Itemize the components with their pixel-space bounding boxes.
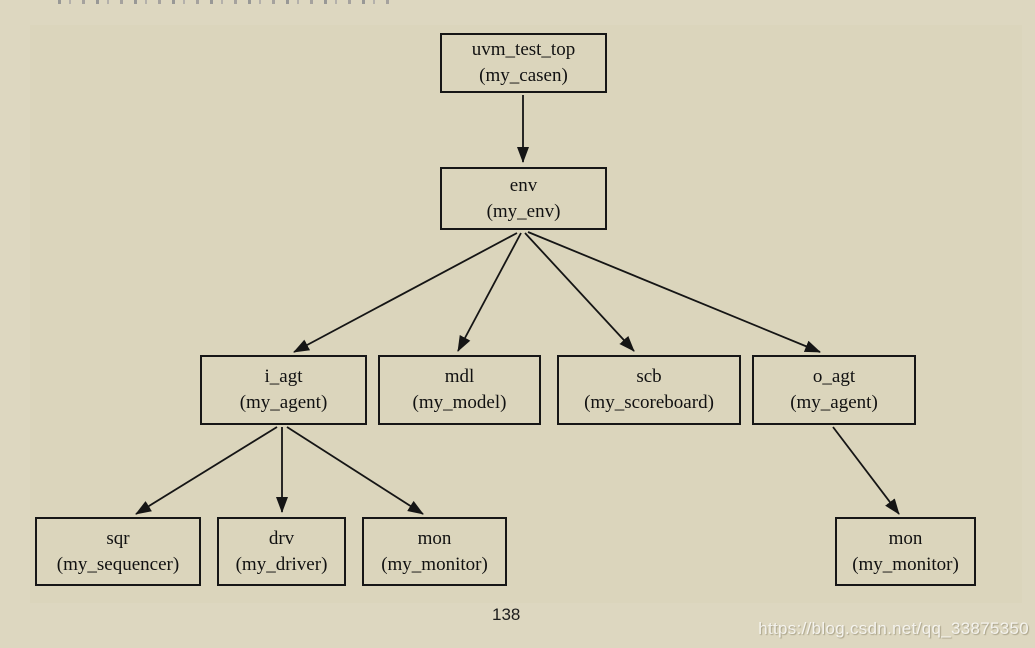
node-uvm-test-top: uvm_test_top (my_casen) — [440, 33, 607, 93]
node-i-agt: i_agt (my_agent) — [200, 355, 367, 425]
node-sublabel: (my_driver) — [235, 553, 328, 575]
node-scb: scb (my_scoreboard) — [557, 355, 741, 425]
node-sublabel: (my_model) — [412, 392, 507, 413]
node-sublabel: (my_scoreboard) — [584, 392, 714, 413]
node-sublabel: (my_env) — [486, 200, 561, 222]
node-sublabel: (my_agent) — [239, 392, 328, 413]
node-mdl: mdl (my_model) — [378, 355, 541, 425]
node-sqr: sqr (my_sequencer) — [35, 517, 201, 586]
watermark-url: https://blog.csdn.net/qq_33875350 — [758, 619, 1029, 638]
node-sublabel: (my_agent) — [790, 392, 878, 413]
node-label: mon — [888, 527, 923, 549]
node-label: o_agt — [812, 366, 856, 387]
node-label: i_agt — [264, 366, 303, 387]
node-env: env (my_env) — [440, 167, 607, 230]
node-mon-input: mon (my_monitor) — [362, 517, 507, 586]
node-label: scb — [636, 366, 662, 387]
page-number: 138 — [492, 605, 521, 624]
node-sublabel: (my_monitor) — [852, 553, 959, 575]
node-o-agt: o_agt (my_agent) — [752, 355, 916, 425]
node-sublabel: (my_casen) — [479, 65, 568, 86]
node-mon-output: mon (my_monitor) — [835, 517, 976, 586]
node-label: sqr — [106, 527, 130, 549]
node-label: mon — [417, 527, 452, 549]
node-sublabel: (my_sequencer) — [56, 553, 180, 575]
node-label: mdl — [444, 366, 475, 387]
node-label: uvm_test_top — [471, 39, 576, 60]
node-sublabel: (my_monitor) — [381, 553, 488, 575]
node-drv: drv (my_driver) — [217, 517, 346, 586]
node-label: env — [509, 174, 538, 196]
node-label: drv — [268, 527, 295, 549]
clipped-text-fragments — [58, 0, 393, 4]
